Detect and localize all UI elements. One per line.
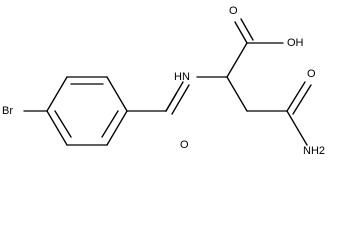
terminal-nh2-label: NH2 [303, 145, 325, 157]
benzamide-co-bond-2 [171, 84, 190, 115]
terminal-carbonyl-o-label: O [307, 68, 316, 80]
molecule-svg: Br HN O OH O O NH2 [2, 5, 325, 157]
ring-bond-6 [46, 110, 68, 146]
terminal-carbonyl-bond-1 [286, 81, 306, 112]
terminal-nh2-bond [286, 110, 308, 146]
ring-bond-1 [46, 76, 68, 112]
terminal-carbonyl-bond-2 [292, 84, 312, 115]
chemical-structure-diagram: Br HN O OH O O NH2 [2, 4, 326, 157]
amide-nh-label: HN [174, 71, 190, 83]
acid-carbonyl-o-label: O [229, 5, 238, 17]
acid-carbonyl-bond-2 [240, 18, 254, 41]
carbonyl-to-nh-bond [165, 93, 177, 112]
acid-oh-label: OH [287, 37, 304, 49]
bromine-label: Br [2, 105, 13, 117]
alpha-to-acid-bond [226, 42, 248, 78]
acid-carbonyl-bond-1 [234, 21, 248, 44]
ring-inner-double-3 [54, 110, 72, 138]
ring-bond-3 [106, 76, 128, 112]
alpha-to-ch2-bond [226, 76, 248, 112]
ring-bond-4 [106, 110, 128, 146]
ring-inner-double-2 [101, 110, 119, 138]
benzene-ring [46, 76, 128, 146]
benzamide-carbonyl-o-label: O [180, 139, 189, 151]
